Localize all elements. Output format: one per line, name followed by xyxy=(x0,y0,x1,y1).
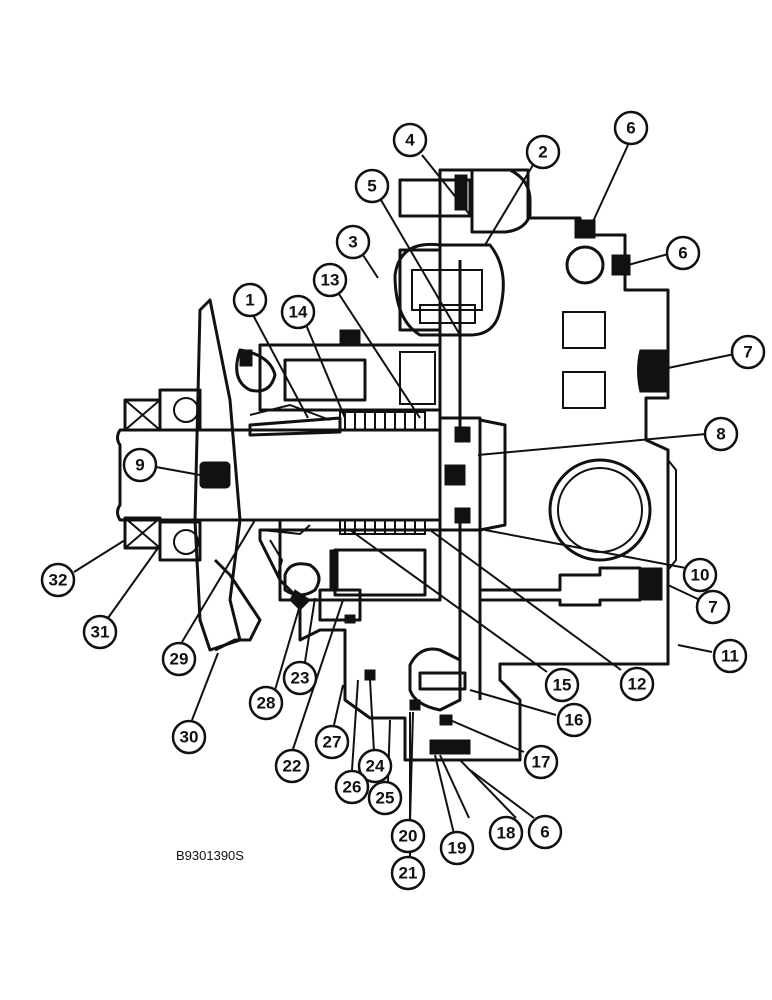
callout-label: 26 xyxy=(343,778,362,797)
callout-label: 20 xyxy=(399,827,418,846)
callout-8: 8 xyxy=(703,416,739,452)
callout-9: 9 xyxy=(122,447,158,483)
callout-label: 14 xyxy=(289,303,308,322)
callout-label: 27 xyxy=(323,733,342,752)
callout-label: 23 xyxy=(291,669,310,688)
callout-6b: 6 xyxy=(665,235,701,271)
callout-label: 17 xyxy=(532,753,551,772)
housing-outline xyxy=(278,168,677,762)
callout-32: 32 xyxy=(40,562,76,598)
callout-label: 10 xyxy=(691,566,710,585)
callout-13: 13 xyxy=(312,262,348,298)
shaft-assembly xyxy=(116,298,507,681)
callout-label: 25 xyxy=(376,789,395,808)
callout-31: 31 xyxy=(82,614,118,650)
callout-label: 32 xyxy=(49,571,68,590)
callout-6a: 6 xyxy=(613,110,649,146)
callout-3: 3 xyxy=(335,224,371,260)
callout-16: 16 xyxy=(556,702,592,738)
callout-label: 7 xyxy=(708,598,717,617)
callout-22: 22 xyxy=(274,748,310,784)
callout-27: 27 xyxy=(314,724,350,760)
figure-code: B9301390S xyxy=(176,848,244,863)
callout-label: 12 xyxy=(628,675,647,694)
callout-28: 28 xyxy=(248,685,284,721)
callout-11: 11 xyxy=(712,638,748,674)
callout-7b: 7 xyxy=(695,589,731,625)
callout-15: 15 xyxy=(544,667,580,703)
callout-21: 21 xyxy=(390,855,426,891)
callout-label: 28 xyxy=(257,694,276,713)
callout-10: 10 xyxy=(682,557,718,593)
callout-14: 14 xyxy=(280,294,316,330)
callout-label: 13 xyxy=(321,271,340,290)
callout-30: 30 xyxy=(171,719,207,755)
callout-19: 19 xyxy=(439,830,475,866)
callout-label: 7 xyxy=(743,343,752,362)
callout-label: 2 xyxy=(538,143,547,162)
callout-label: 29 xyxy=(170,650,189,669)
callout-29: 29 xyxy=(161,641,197,677)
callout-label: 8 xyxy=(716,425,725,444)
callout-label: 31 xyxy=(91,623,110,642)
callout-18: 18 xyxy=(488,815,524,851)
callout-label: 4 xyxy=(405,131,415,150)
callout-6c: 6 xyxy=(527,814,563,850)
callout-label: 6 xyxy=(626,119,635,138)
callout-17: 17 xyxy=(523,744,559,780)
callout-1: 1 xyxy=(232,282,268,318)
callout-label: 6 xyxy=(678,244,687,263)
callout-label: 1 xyxy=(245,291,254,310)
callout-label: 30 xyxy=(180,728,199,747)
callout-label: 9 xyxy=(135,456,144,475)
callout-label: 21 xyxy=(399,864,418,883)
callout-label: 18 xyxy=(497,824,516,843)
callout-label: 16 xyxy=(565,711,584,730)
callout-label: 3 xyxy=(348,233,357,252)
callout-24: 24 xyxy=(357,748,393,784)
callout-5: 5 xyxy=(354,168,390,204)
callout-label: 11 xyxy=(721,647,739,666)
callout-label: 15 xyxy=(553,676,572,695)
callout-label: 19 xyxy=(448,839,467,858)
callout-label: 22 xyxy=(283,757,302,776)
callout-26: 26 xyxy=(334,769,370,805)
callout-2: 2 xyxy=(525,134,561,170)
callout-7a: 7 xyxy=(730,334,766,370)
callout-20: 20 xyxy=(390,818,426,854)
callout-label: 5 xyxy=(367,177,376,196)
callout-23: 23 xyxy=(282,660,318,696)
callout-label: 6 xyxy=(540,823,549,842)
callout-4: 4 xyxy=(392,122,428,158)
callout-label: 24 xyxy=(366,757,385,776)
callout-25: 25 xyxy=(367,780,403,816)
callout-12: 12 xyxy=(619,666,655,702)
